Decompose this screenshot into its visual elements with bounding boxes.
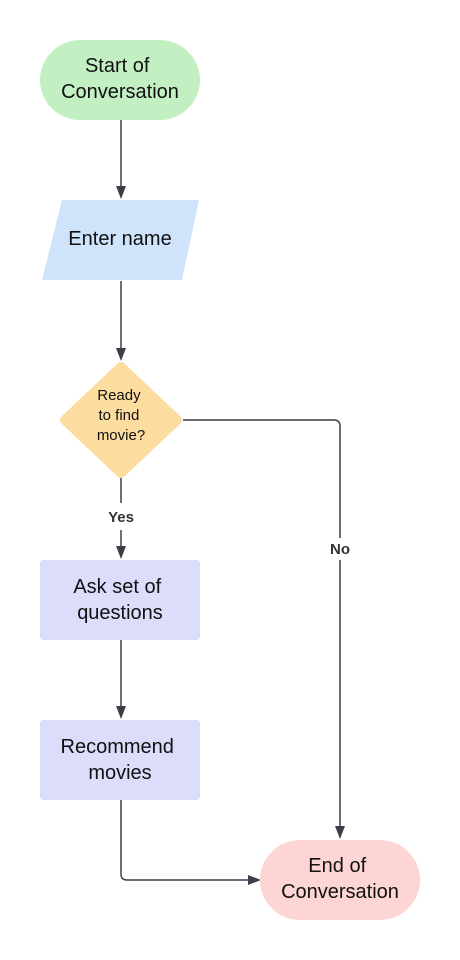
start-node: Start of Conversation	[40, 40, 200, 120]
ask-questions-node-line-1: Ask set of	[73, 576, 161, 598]
arrowhead-enter-name	[116, 186, 126, 199]
recommend-movies-node-line-1: Recommend	[61, 736, 174, 758]
connectors	[116, 120, 345, 885]
start-node-line-1: Start of	[85, 55, 150, 77]
connector-decision-to-end	[183, 419, 341, 538]
ask-questions-node-line-2: questions	[77, 602, 163, 624]
recommend-movies-node: Recommend movies	[40, 720, 200, 800]
enter-name-node: Enter name	[42, 200, 199, 280]
start-node-line-2: Conversation	[61, 81, 179, 103]
end-node-line-2: Conversation	[281, 881, 399, 903]
recommend-movies-node-line-2: movies	[88, 762, 151, 784]
arrowhead-end-from-decision	[335, 826, 345, 839]
ask-questions-node-shape	[40, 560, 200, 640]
start-node-label: Start of Conversation	[61, 55, 179, 103]
edge-label-yes: Yes	[108, 509, 134, 526]
end-node: End of Conversation	[260, 840, 420, 920]
end-node-line-1: End of	[308, 855, 366, 877]
edge-label-no: No	[330, 541, 350, 558]
decision-node-label: Ready to find movie?	[97, 387, 145, 444]
ask-questions-node-label: Ask set of questions	[73, 576, 166, 624]
ask-questions-node: Ask set of questions	[40, 560, 200, 640]
decision-node-line-3: movie?	[97, 427, 145, 444]
decision-node: Ready to find movie?	[60, 362, 182, 478]
enter-name-node-label: Enter name	[68, 228, 171, 250]
start-node-shape	[40, 40, 200, 120]
enter-name-node-shape	[42, 200, 199, 280]
arrowhead-ask	[116, 546, 126, 559]
end-node-label: End of Conversation	[281, 855, 399, 903]
arrowhead-recommend	[116, 706, 126, 719]
recommend-movies-node-label: Recommend movies	[61, 736, 180, 784]
decision-node-shape	[60, 362, 182, 478]
decision-node-line-2: to find	[98, 407, 139, 424]
arrowhead-decision	[116, 348, 126, 361]
end-node-shape	[260, 840, 420, 920]
recommend-movies-node-shape	[40, 720, 200, 800]
arrowhead-end-from-recommend	[248, 875, 261, 885]
connector-recommend-to-end	[120, 800, 252, 881]
decision-node-line-1: Ready	[97, 387, 141, 404]
